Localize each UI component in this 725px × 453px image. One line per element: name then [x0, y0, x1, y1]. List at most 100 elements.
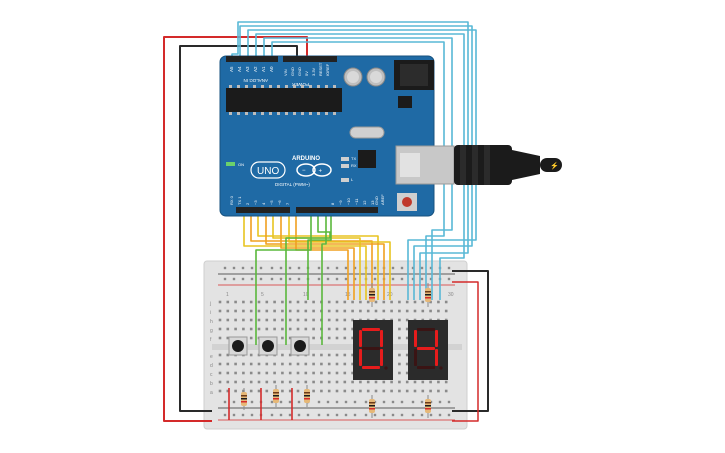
breadboard-hole: [421, 389, 425, 393]
resistor: [304, 385, 310, 407]
chip-pin: [229, 85, 232, 88]
rail-hole: [279, 277, 283, 281]
breadboard-hole: [265, 309, 269, 313]
rail-hole: [223, 277, 227, 281]
breadboard-hole: [218, 336, 222, 340]
breadboard-hole: [335, 318, 339, 322]
segment-e: [359, 349, 362, 366]
breadboard-hole: [351, 353, 354, 357]
rail-hole: [326, 266, 330, 270]
button-wires[interactable]: [255, 212, 332, 345]
pin-label: RESET: [318, 62, 323, 76]
breadboard-hole: [327, 336, 331, 340]
rail-hole: [391, 400, 395, 404]
breadboard-hole: [335, 309, 339, 313]
chip-pin: [301, 85, 304, 88]
pin-label: ~9: [338, 200, 343, 205]
pin-label: 7: [285, 202, 290, 205]
outer-wires[interactable]: [163, 36, 489, 422]
breadboard-hole: [429, 380, 432, 384]
breadboard-hole: [351, 318, 354, 322]
tx-led: [341, 157, 349, 161]
breadboard-hole: [288, 389, 292, 393]
rx-led: [341, 164, 349, 168]
breadboard-hole: [288, 371, 292, 375]
rail-hole: [288, 266, 292, 270]
breadboard-hole: [281, 300, 284, 304]
breadboard-hole: [312, 318, 315, 322]
breadboard-hole: [242, 380, 245, 384]
breadboard-hole: [226, 371, 230, 375]
usb-cable-plug: [454, 145, 512, 185]
digital-header-high[interactable]: [296, 207, 378, 213]
power-label: POWER: [291, 82, 309, 87]
row-letter: g: [210, 328, 213, 334]
rail-hole: [411, 413, 415, 417]
pin-label: 3.3V: [311, 67, 316, 76]
digit-segments-left: [359, 328, 388, 370]
breadboard-hole: [218, 318, 222, 322]
column-number: 5: [261, 292, 264, 298]
rail-hole: [259, 266, 263, 270]
breadboard-hole: [312, 371, 315, 375]
breadboard-hole: [273, 318, 276, 322]
push-button-2[interactable]: [258, 336, 278, 356]
capacitor-1-top: [347, 71, 359, 83]
breadboard-hole: [359, 300, 362, 304]
chip-pin: [253, 85, 256, 88]
rail-hole: [447, 266, 451, 270]
reset-button[interactable]: [402, 197, 412, 207]
breadboard-hole: [218, 389, 222, 393]
breadboard-hole: [312, 336, 315, 340]
resistor: [425, 283, 431, 307]
breadboard-hole: [234, 380, 237, 384]
pin-label: RX 0: [229, 195, 234, 205]
breadboard-hole: [327, 380, 331, 384]
resistor: [369, 395, 375, 418]
breadboard-hole: [366, 389, 370, 393]
usb-cable-strain: [512, 150, 540, 180]
chip-pin: [237, 112, 240, 115]
digital-header-low[interactable]: [236, 207, 290, 213]
breadboard-hole: [312, 353, 315, 357]
breadboard-hole: [359, 309, 362, 313]
rail-hole: [288, 413, 292, 417]
power-rail-top: [218, 266, 455, 286]
breadboard-hole: [405, 353, 409, 357]
arduino-board[interactable]: A5 A4 A3 A2 A1 A0 ANALOG IN VIN GND GND …: [219, 55, 562, 217]
rail-hole: [344, 266, 348, 270]
breadboard-hole: [374, 380, 378, 384]
breadboard-hole: [218, 309, 222, 313]
rail-hole: [223, 413, 227, 417]
breadboard-hole: [218, 362, 222, 366]
chip-pin: [325, 112, 328, 115]
decimal-point: [384, 366, 388, 370]
rail-hole: [382, 400, 386, 404]
push-buttons[interactable]: [228, 336, 310, 356]
seven-segment-right: 4: [408, 320, 448, 380]
breadboard-hole: [312, 380, 315, 384]
breadboard-hole: [257, 389, 261, 393]
breadboard-hole: [281, 309, 284, 313]
breadboard-hole: [320, 353, 323, 357]
pin-label: 8: [330, 202, 335, 205]
breadboard-hole: [359, 380, 362, 384]
analog-header[interactable]: [226, 56, 278, 62]
breadboard-hole: [226, 318, 230, 322]
gnd-label: GND: [374, 196, 379, 205]
breadboard-hole: [304, 327, 308, 331]
black-ground-wire: [179, 45, 298, 412]
pin-label: 13: [370, 200, 375, 205]
breadboard-hole: [249, 327, 253, 331]
rail-hole: [326, 400, 330, 404]
push-button-1[interactable]: [228, 336, 248, 356]
column-number: 10: [303, 292, 309, 298]
button-pulldown-wires[interactable]: [228, 388, 293, 420]
push-button-3[interactable]: [290, 336, 310, 356]
power-header[interactable]: [283, 56, 337, 62]
red-power-wire: [163, 36, 308, 422]
breadboard-hole: [257, 371, 261, 375]
breadboard-hole: [296, 300, 300, 304]
breadboard-hole: [374, 300, 378, 304]
breadboard-hole: [304, 309, 308, 313]
